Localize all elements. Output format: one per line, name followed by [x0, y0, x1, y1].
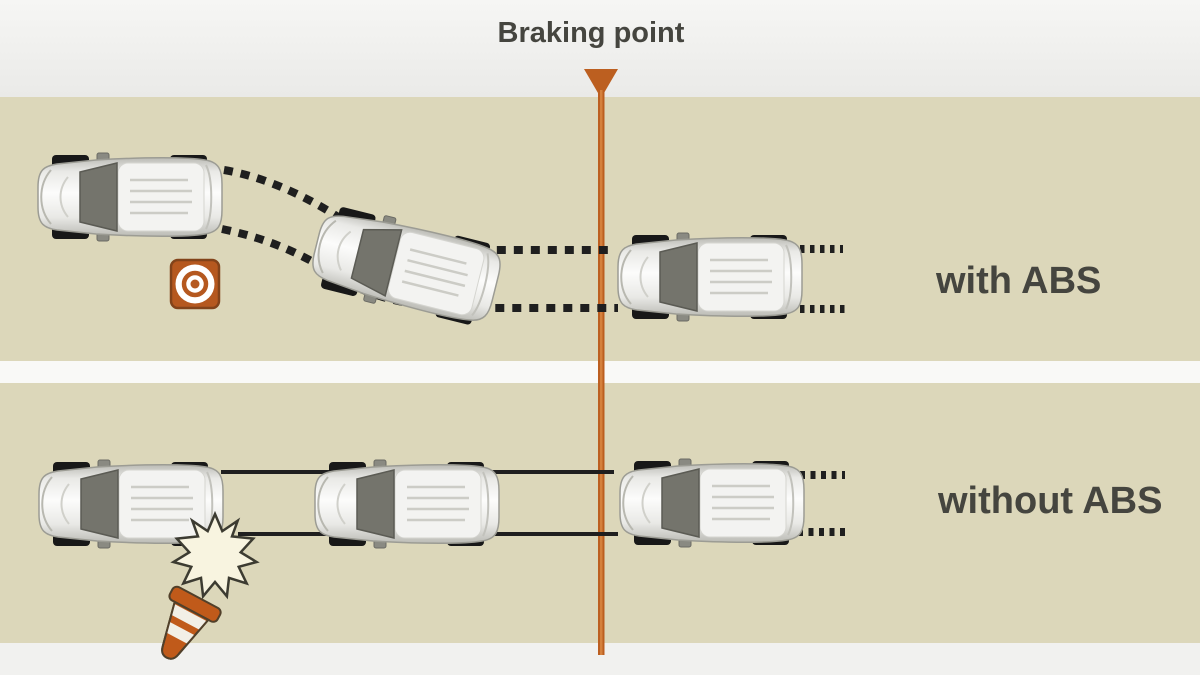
- target-icon: [169, 258, 221, 310]
- car-top-view: [36, 151, 224, 243]
- traffic-cone-icon: [161, 585, 222, 660]
- car-top-view: [313, 458, 501, 550]
- with-abs-scene: with ABS: [36, 151, 1101, 333]
- car-top-view: [618, 457, 806, 549]
- abs-wheel-track-upper: [223, 166, 615, 254]
- with-abs-label: with ABS: [935, 260, 1101, 302]
- car-top-view: [616, 231, 804, 323]
- braking-point-title: Braking point: [498, 17, 685, 49]
- starburst-icon: [170, 510, 260, 600]
- braking-point-line-highlight: [600, 90, 603, 655]
- without-abs-scene: without ABS: [37, 457, 1162, 660]
- car-top-view: [37, 458, 225, 550]
- triangle-down-icon: [584, 69, 618, 93]
- without-abs-label: without ABS: [937, 480, 1162, 522]
